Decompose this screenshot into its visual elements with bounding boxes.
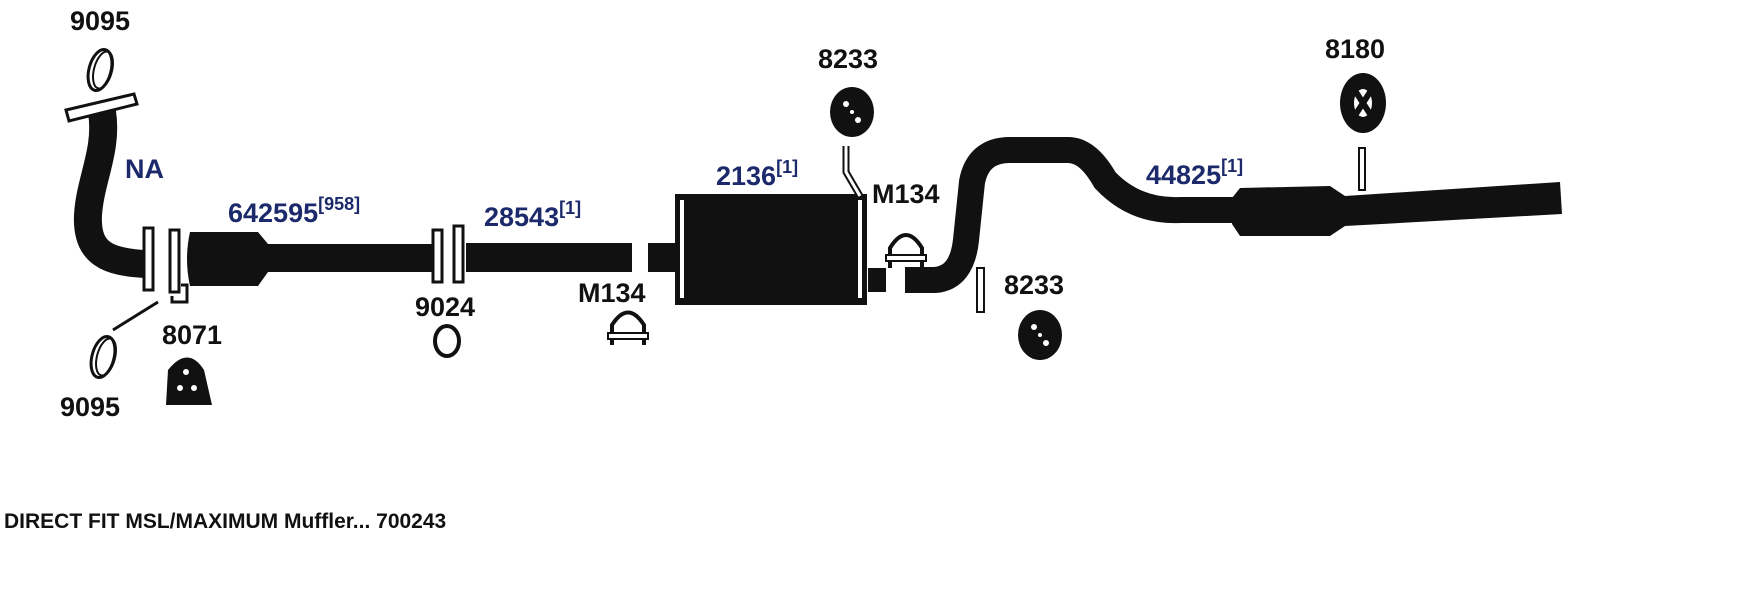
gasket-top-icon bbox=[86, 48, 114, 92]
front-pipe bbox=[64, 92, 146, 278]
muffler-inlet bbox=[648, 243, 678, 272]
tailpipe bbox=[905, 137, 1562, 293]
hanger-bracket-rubber-icon bbox=[166, 357, 212, 405]
hanger-bottom-icon bbox=[1018, 310, 1062, 360]
hanger-rear-label: 8180 bbox=[1325, 34, 1385, 64]
intermediate-pipe bbox=[466, 243, 632, 272]
hanger-rod bbox=[844, 146, 862, 197]
clamp-left-icon bbox=[607, 310, 649, 345]
hanger-bracket-label: 8071 bbox=[162, 320, 222, 350]
front-pipe-label: NA bbox=[125, 154, 164, 184]
muffler bbox=[675, 194, 867, 305]
flange-icon bbox=[431, 228, 444, 284]
tailpipe-label: 44825[1] bbox=[1146, 156, 1243, 190]
gasket-top-label: 9095 bbox=[70, 6, 130, 36]
hanger-top-label: 8233 bbox=[818, 44, 878, 74]
hanger-rod bbox=[1358, 147, 1366, 191]
converter-pipe-label: 642595[958] bbox=[228, 194, 360, 228]
gasket-bottom-icon bbox=[89, 335, 117, 379]
product-caption: DIRECT FIT MSL/MAXIMUM Muffler... 700243 bbox=[4, 510, 447, 533]
flange-gasket-icon bbox=[433, 324, 461, 358]
hanger-bracket-icon bbox=[170, 283, 189, 304]
clamp-right-icon bbox=[885, 233, 927, 268]
clamp-right-label: M134 bbox=[872, 179, 940, 209]
converter-pipe bbox=[187, 232, 432, 286]
flange-gasket-label: 9024 bbox=[415, 292, 475, 322]
flange-icon bbox=[168, 228, 181, 294]
flange-icon bbox=[142, 226, 155, 292]
clamp-left-label: M134 bbox=[578, 278, 646, 308]
leader-line bbox=[112, 300, 159, 332]
hanger-rod bbox=[976, 267, 985, 313]
intermediate-pipe-label: 28543[1] bbox=[484, 198, 581, 232]
hanger-rear-icon bbox=[1340, 73, 1386, 133]
hanger-top-icon bbox=[830, 87, 874, 137]
flange-icon bbox=[452, 224, 465, 284]
muffler-outlet bbox=[868, 268, 886, 292]
hanger-bottom-label: 8233 bbox=[1004, 270, 1064, 300]
gasket-bottom-label: 9095 bbox=[60, 392, 120, 422]
muffler-label: 2136[1] bbox=[716, 157, 798, 191]
